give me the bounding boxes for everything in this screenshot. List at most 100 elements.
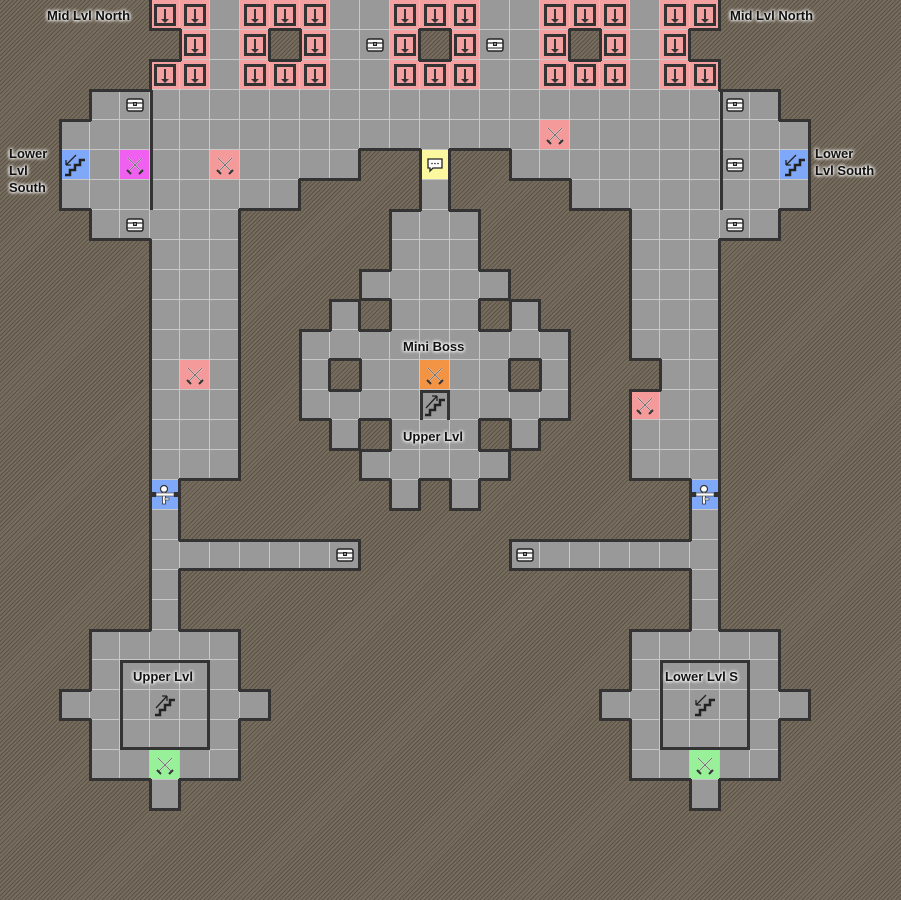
floor-tile — [450, 450, 480, 480]
floor-tile — [210, 450, 240, 480]
wall — [89, 629, 121, 632]
enemy-tile — [540, 120, 570, 150]
arrow-trap-tile — [540, 30, 570, 60]
wall — [719, 629, 751, 632]
floor-tile — [540, 390, 570, 420]
wall — [779, 208, 811, 211]
arrow-trap-tile — [450, 60, 480, 90]
wall — [747, 660, 750, 750]
floor-tile — [510, 390, 540, 420]
down-arrow-icon — [180, 30, 210, 60]
floor-tile — [660, 180, 690, 210]
wall — [149, 0, 152, 31]
wall — [778, 719, 781, 751]
area-label: Mid Lvl North — [47, 8, 131, 23]
floor-tile — [150, 210, 180, 240]
wall — [720, 90, 723, 210]
wall — [659, 778, 691, 781]
wall — [299, 568, 331, 571]
floor-tile — [300, 360, 330, 390]
floor-tile — [630, 240, 660, 270]
wall — [749, 629, 781, 632]
wall — [568, 359, 571, 391]
wall — [599, 689, 602, 721]
down-arrow-icon — [540, 30, 570, 60]
down-arrow-icon — [660, 60, 690, 90]
floor-tile — [630, 630, 660, 660]
floor-tile — [600, 90, 630, 120]
treasure-chest-icon — [480, 30, 510, 60]
wall — [238, 299, 241, 331]
arrow-trap-tile — [270, 0, 300, 30]
floor-tile — [90, 660, 120, 690]
wall — [389, 239, 392, 271]
wall — [299, 539, 331, 542]
wall — [119, 89, 151, 92]
floor-tile — [690, 150, 720, 180]
floor-tile — [660, 120, 690, 150]
floor-tile — [210, 210, 240, 240]
floor-tile — [150, 330, 180, 360]
floor-tile — [330, 150, 360, 180]
floor-tile — [210, 630, 240, 660]
wall — [179, 629, 211, 632]
floor-tile — [480, 390, 510, 420]
down-arrow-icon — [270, 0, 300, 30]
down-arrow-icon — [240, 60, 270, 90]
down-arrow-icon — [390, 30, 420, 60]
floor-tile — [510, 300, 540, 330]
area-label: Mid Lvl North — [730, 8, 814, 23]
floor-tile — [420, 90, 450, 120]
floor-tile — [510, 120, 540, 150]
wall — [238, 269, 241, 301]
floor-tile — [180, 750, 210, 780]
floor-tile — [510, 330, 540, 360]
key-lock-icon — [690, 480, 720, 510]
floor-tile — [690, 600, 720, 630]
crossed-swords-icon — [150, 750, 180, 780]
arrow-trap-tile — [600, 0, 630, 30]
floor-tile — [150, 240, 180, 270]
wall — [599, 208, 631, 211]
wall — [689, 599, 692, 631]
floor-tile — [270, 180, 300, 210]
arrow-trap-tile — [450, 0, 480, 30]
arrow-trap-tile — [270, 60, 300, 90]
arrow-trap-tile — [450, 30, 480, 60]
wall — [209, 629, 241, 632]
wall — [120, 660, 210, 663]
wall — [629, 749, 632, 781]
wall — [89, 89, 92, 121]
floor-tile — [270, 150, 300, 180]
wall — [209, 778, 241, 781]
wall — [449, 148, 481, 151]
wall — [89, 778, 121, 781]
wall — [509, 299, 512, 331]
floor-tile — [450, 330, 480, 360]
wall — [479, 418, 511, 421]
arrow-trap-tile — [180, 30, 210, 60]
wall — [269, 28, 301, 31]
floor-tile — [600, 540, 630, 570]
floor-tile — [330, 540, 360, 570]
wall — [509, 149, 512, 181]
floor-tile — [150, 780, 180, 810]
floor-tile — [780, 120, 810, 150]
wall — [568, 329, 571, 361]
floor-tile — [210, 330, 240, 360]
wall — [569, 59, 601, 62]
floor-tile — [630, 660, 660, 690]
floor-tile — [660, 270, 690, 300]
wall — [149, 539, 152, 571]
floor-tile — [180, 300, 210, 330]
area-label: Mini Boss — [403, 339, 465, 354]
wall — [207, 660, 210, 750]
floor-tile — [180, 120, 210, 150]
floor-tile — [750, 720, 780, 750]
down-arrow-icon — [390, 60, 420, 90]
floor-tile — [480, 30, 510, 60]
wall — [629, 659, 632, 691]
floor-tile — [150, 450, 180, 480]
floor-tile — [690, 90, 720, 120]
area-label: Upper Lvl — [133, 669, 193, 684]
